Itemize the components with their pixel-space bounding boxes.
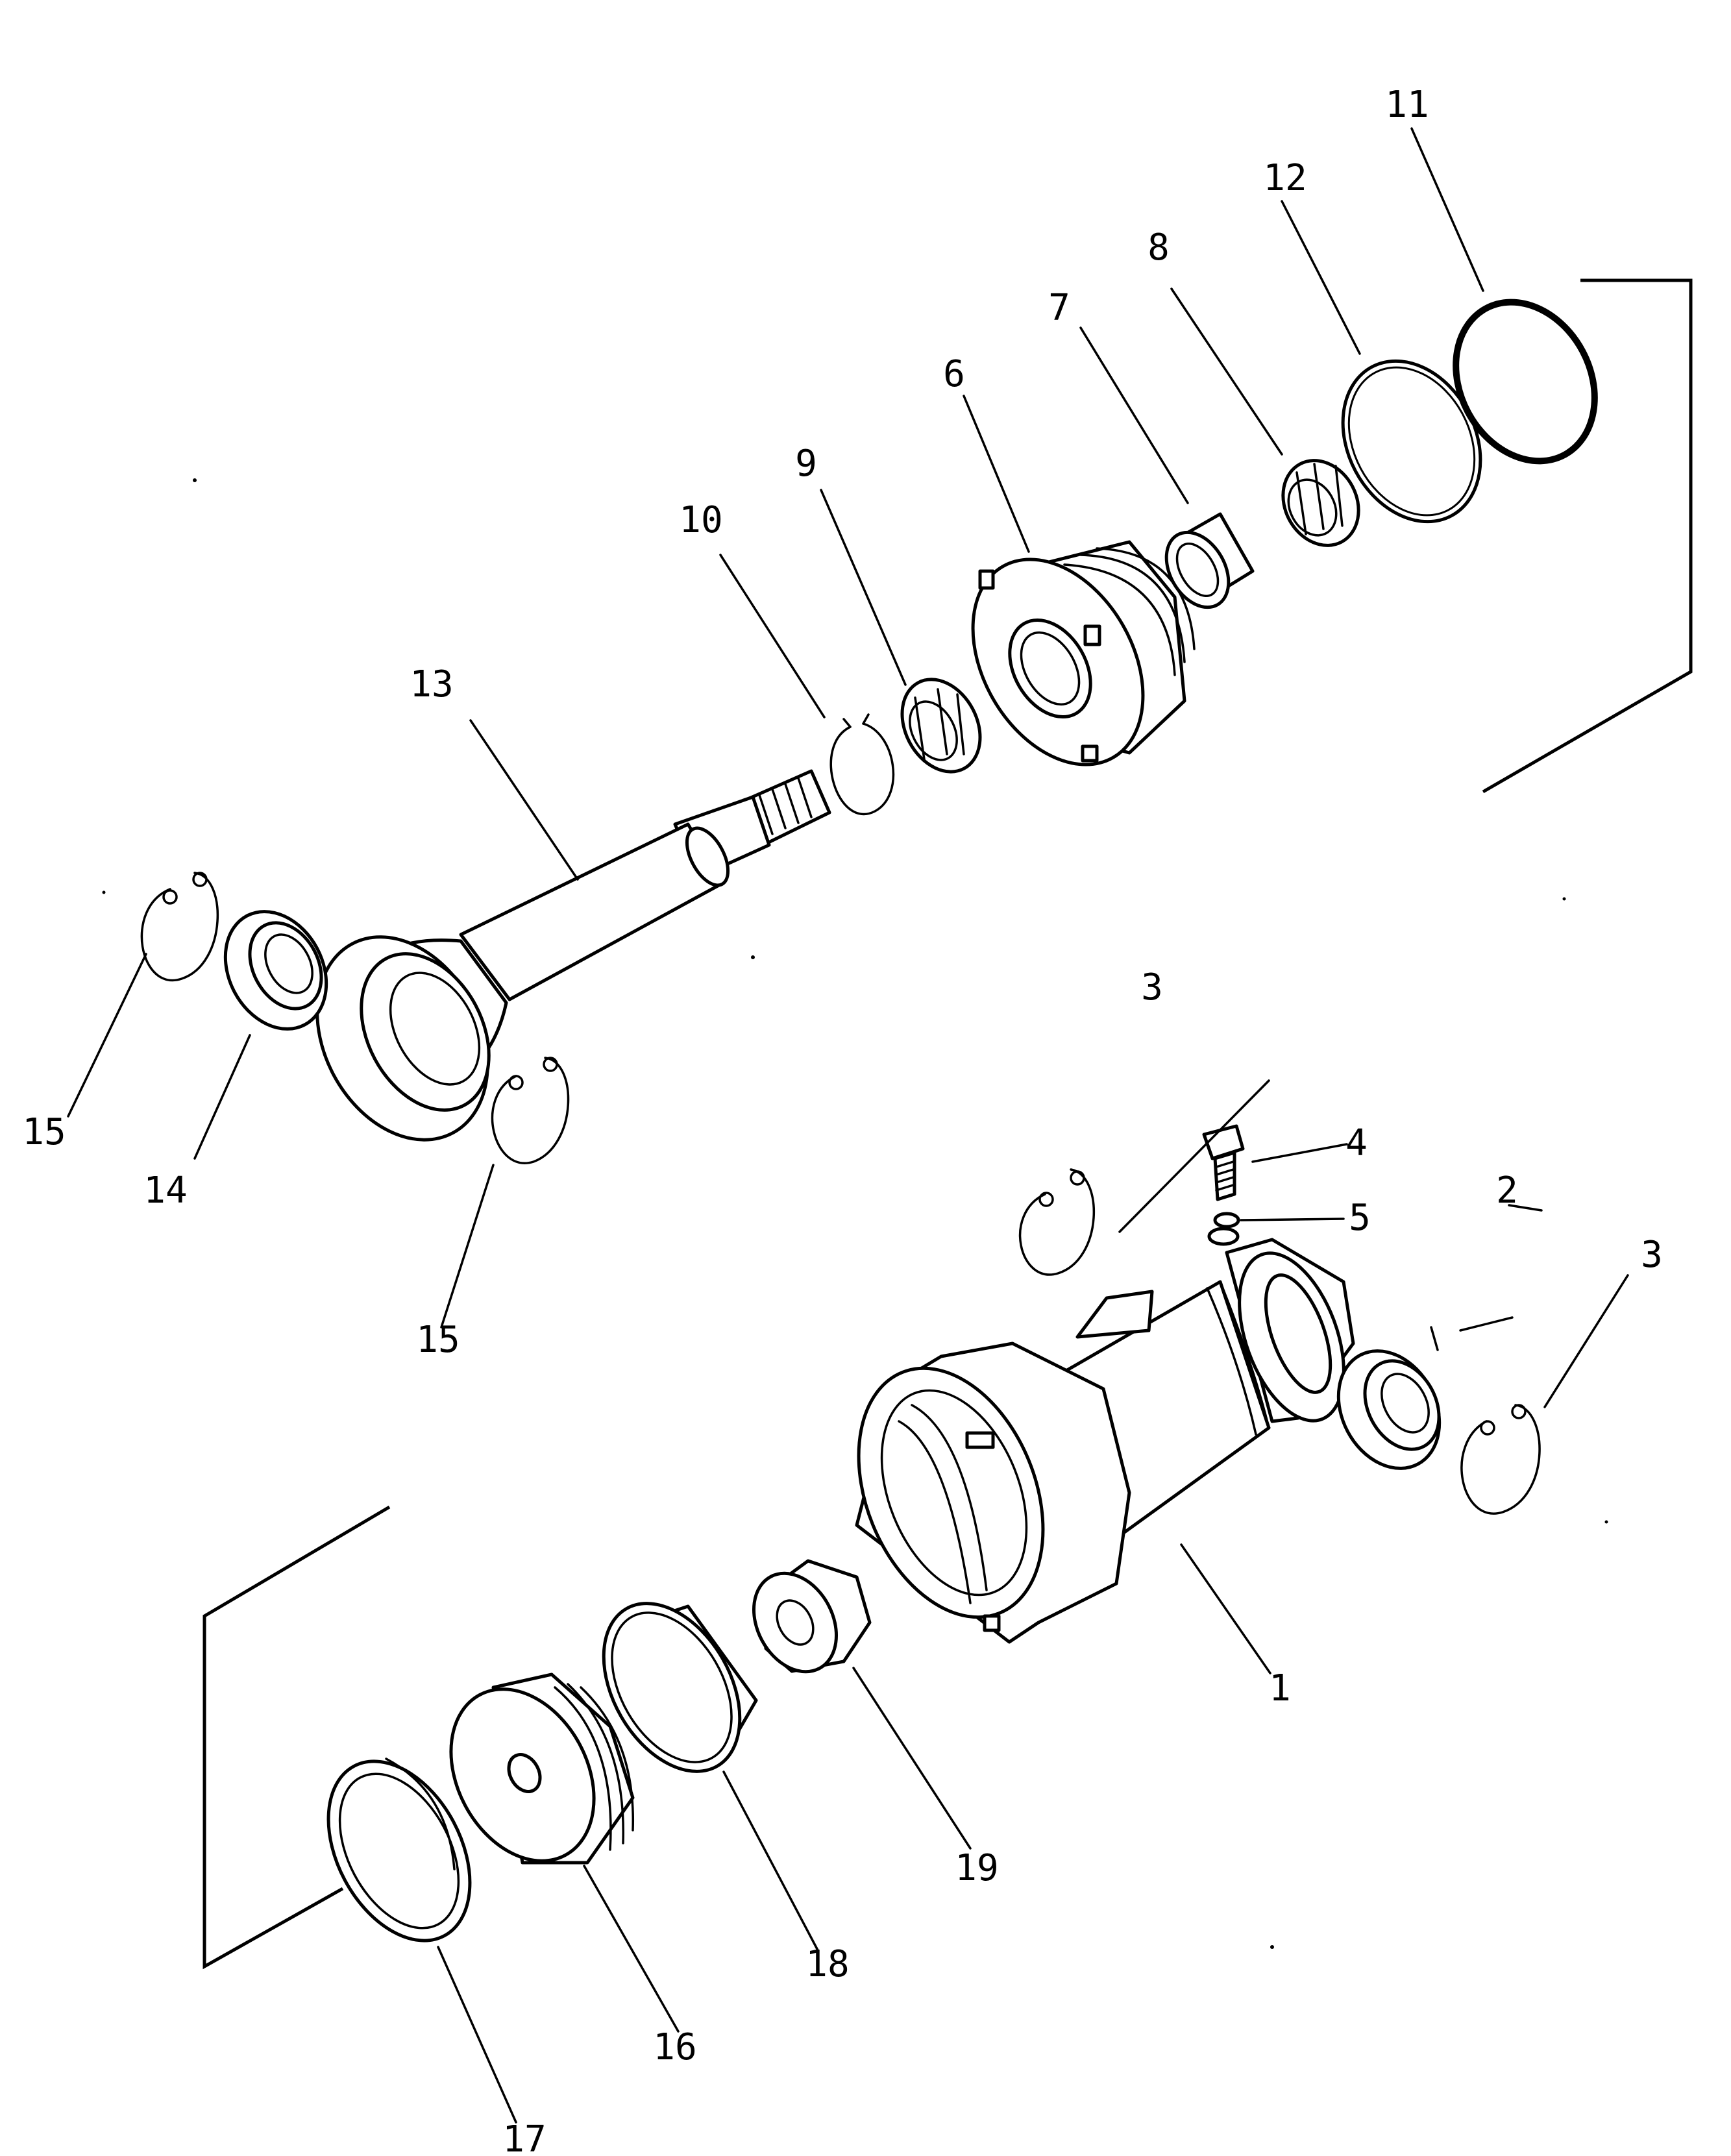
callout-16: 16 xyxy=(653,2026,696,2068)
piston-rod-part-13 xyxy=(315,769,831,1142)
callout-6: 6 xyxy=(943,353,965,395)
dust-seal-part-9 xyxy=(900,678,982,774)
callout-10: 10 xyxy=(679,499,722,541)
bearing-part-14 xyxy=(223,910,328,1031)
backup-ring-part-12 xyxy=(1341,359,1482,524)
callout-13: 13 xyxy=(410,663,453,705)
bushing-part-7 xyxy=(1164,512,1255,609)
callout-18: 18 xyxy=(805,1943,849,1985)
snap-ring-part-15-right xyxy=(491,1057,570,1164)
callout-11: 11 xyxy=(1385,84,1429,126)
callout-7: 7 xyxy=(1048,287,1070,329)
callout-14: 14 xyxy=(143,1170,187,1212)
callout-5: 5 xyxy=(1349,1197,1371,1239)
bearing-part-2 xyxy=(1336,1349,1442,1470)
lower-assembly-bracket xyxy=(203,1505,391,1970)
washer-part-5 xyxy=(1213,1212,1240,1229)
scan-speckle xyxy=(102,478,1608,1949)
piston-part-16 xyxy=(449,1672,635,1865)
callout-1: 1 xyxy=(1269,1667,1291,1709)
callout-17: 17 xyxy=(502,2118,546,2156)
callout-9: 9 xyxy=(795,443,817,485)
rod-packing-part-8 xyxy=(1281,459,1360,547)
o-ring-part-11 xyxy=(1453,299,1598,465)
callout-4: 4 xyxy=(1345,1122,1368,1164)
callout-3-right: 3 xyxy=(1641,1234,1663,1276)
wear-ring-part-18 xyxy=(602,1602,758,1773)
callout-15-left: 15 xyxy=(22,1111,66,1153)
upper-assembly-bracket xyxy=(1482,278,1693,794)
leader-lines xyxy=(67,127,1629,2124)
snap-ring-part-15-left xyxy=(140,872,219,982)
snap-ring-part-3-right xyxy=(1460,1404,1541,1515)
callout-8: 8 xyxy=(1148,227,1170,269)
callout-3-left: 3 xyxy=(1141,966,1163,1009)
snap-ring-part-10 xyxy=(829,713,895,816)
callout-2: 2 xyxy=(1496,1170,1518,1212)
nut-part-19 xyxy=(752,1559,872,1674)
callout-12: 12 xyxy=(1263,157,1307,199)
callout-15-right: 15 xyxy=(416,1319,460,1361)
cylinder-tube-part-1 xyxy=(855,1227,1355,1644)
callout-19: 19 xyxy=(955,1847,998,1889)
seal-ring-part-17 xyxy=(326,1758,472,1942)
bolt-part-4 xyxy=(1202,1124,1245,1201)
snap-ring-part-3-left xyxy=(1019,1168,1095,1276)
cylinder-head-part-6 xyxy=(971,540,1196,766)
